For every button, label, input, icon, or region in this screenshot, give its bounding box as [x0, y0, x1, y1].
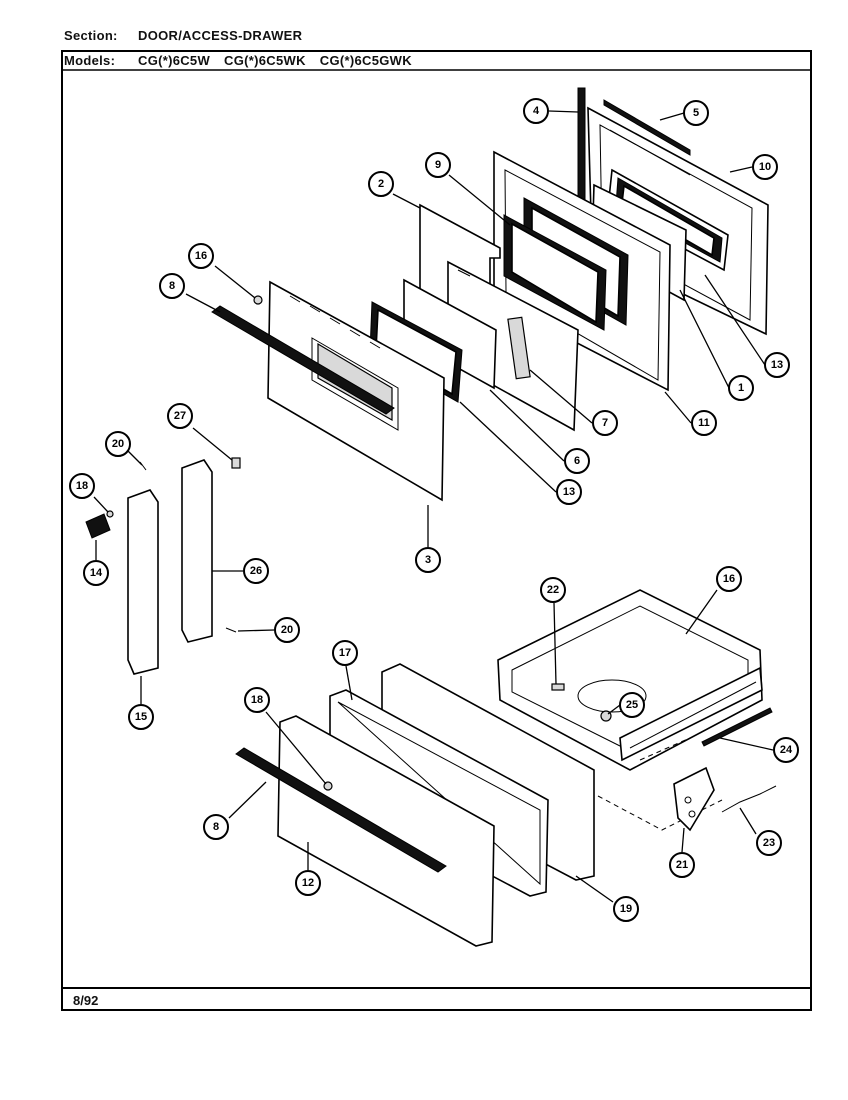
inner-glass-frame-rear [607, 168, 729, 272]
svg-text:16: 16 [195, 250, 207, 262]
svg-text:11: 11 [698, 417, 710, 429]
handle-end-cap-14 [85, 513, 111, 539]
callout-12: 12 [295, 870, 321, 896]
svg-text:1: 1 [738, 382, 744, 394]
models-header: Models: CG(*)6C5W CG(*)6C5WK CG(*)6C5GWK [64, 53, 426, 68]
svg-text:7: 7 [602, 417, 608, 429]
callout-27: 27 [167, 403, 193, 429]
clip-27 [231, 457, 241, 469]
callout-14: 14 [83, 560, 109, 586]
door-handle-upper [211, 305, 395, 415]
screw-18-left [106, 510, 114, 518]
callout-4: 4 [523, 98, 549, 124]
svg-text:18: 18 [76, 480, 88, 492]
drawer-body [497, 589, 763, 771]
svg-text:18: 18 [251, 694, 263, 706]
svg-text:14: 14 [90, 567, 103, 579]
side-trim-15 [127, 489, 159, 675]
callout-18-left: 18 [69, 473, 95, 499]
callout-21: 21 [669, 852, 695, 878]
callout-25: 25 [619, 692, 645, 718]
svg-text:10: 10 [759, 161, 771, 173]
door-top-trim [603, 99, 691, 156]
drawer-handle-8 [235, 747, 447, 873]
svg-text:24: 24 [780, 744, 793, 756]
callout-9: 9 [425, 152, 451, 178]
svg-text:8: 8 [213, 821, 219, 833]
svg-text:20: 20 [281, 624, 293, 636]
svg-text:3: 3 [425, 554, 431, 566]
callout-13-upper: 13 [764, 352, 790, 378]
svg-text:13: 13 [563, 486, 575, 498]
callout-20-lower: 20 [274, 617, 300, 643]
callout-7: 7 [592, 410, 618, 436]
callout-2: 2 [368, 171, 394, 197]
callout-24: 24 [773, 737, 799, 763]
side-trim-26 [181, 459, 213, 643]
model-2: CG(*)6C5WK [224, 53, 306, 68]
callout-5: 5 [683, 100, 709, 126]
svg-text:12: 12 [302, 877, 314, 889]
callout-18-drawer: 18 [244, 687, 270, 713]
svg-text:2: 2 [378, 178, 384, 190]
svg-text:25: 25 [626, 699, 638, 711]
model-1: CG(*)6C5W [138, 53, 211, 68]
callout-3: 3 [415, 547, 441, 573]
drawer-bracket-22 [551, 683, 565, 691]
callout-15: 15 [128, 704, 154, 730]
callout-1: 1 [728, 375, 754, 401]
leader-lines [93, 110, 774, 903]
guide-dashes-2 [639, 737, 691, 761]
svg-text:26: 26 [250, 565, 262, 577]
callout-19: 19 [613, 896, 639, 922]
svg-text:17: 17 [339, 647, 351, 659]
screw-16-upper [253, 295, 263, 305]
inner-door-panel [447, 260, 579, 432]
svg-text:8: 8 [169, 280, 175, 292]
footer-bar: 8/92 [61, 987, 812, 1011]
callout-8-drawer: 8 [203, 814, 229, 840]
callout-13-lower: 13 [556, 479, 582, 505]
section-header: Section: DOOR/ACCESS-DRAWER [64, 28, 302, 43]
callout-11: 11 [691, 410, 717, 436]
svg-text:20: 20 [112, 438, 124, 450]
models-label: Models: [64, 53, 116, 68]
callout-16-drawer: 16 [716, 566, 742, 592]
svg-text:5: 5 [693, 107, 699, 119]
svg-text:27: 27 [174, 410, 186, 422]
footer-date: 8/92 [73, 993, 99, 1008]
section-label: Section: [64, 28, 118, 43]
spring-23 [721, 785, 777, 813]
callout-22: 22 [540, 577, 566, 603]
svg-text:4: 4 [533, 105, 540, 117]
callout-23: 23 [756, 830, 782, 856]
callout-6: 6 [564, 448, 590, 474]
drawer-rod-24 [701, 707, 773, 747]
callout-10: 10 [752, 154, 778, 180]
model-3: CG(*)6C5GWK [319, 53, 412, 68]
drawer-bracket-21 [673, 766, 715, 832]
svg-text:13: 13 [771, 359, 783, 371]
callout-20-upper: 20 [105, 431, 131, 457]
svg-text:22: 22 [547, 584, 559, 596]
section-value: DOOR/ACCESS-DRAWER [138, 28, 303, 43]
diagram-frame [61, 50, 812, 1011]
svg-text:21: 21 [676, 859, 688, 871]
svg-text:15: 15 [135, 711, 147, 723]
callout-16-upper: 16 [188, 243, 214, 269]
callout-26: 26 [243, 558, 269, 584]
door-side-seal [577, 87, 586, 207]
callout-8-upper: 8 [159, 273, 185, 299]
svg-text:23: 23 [763, 837, 775, 849]
screw-20-lower [225, 627, 237, 633]
svg-text:9: 9 [435, 159, 441, 171]
svg-text:16: 16 [723, 573, 735, 585]
svg-text:19: 19 [620, 903, 632, 915]
callout-17: 17 [332, 640, 358, 666]
svg-text:6: 6 [574, 455, 580, 467]
oven-window-frame-front [503, 214, 607, 331]
